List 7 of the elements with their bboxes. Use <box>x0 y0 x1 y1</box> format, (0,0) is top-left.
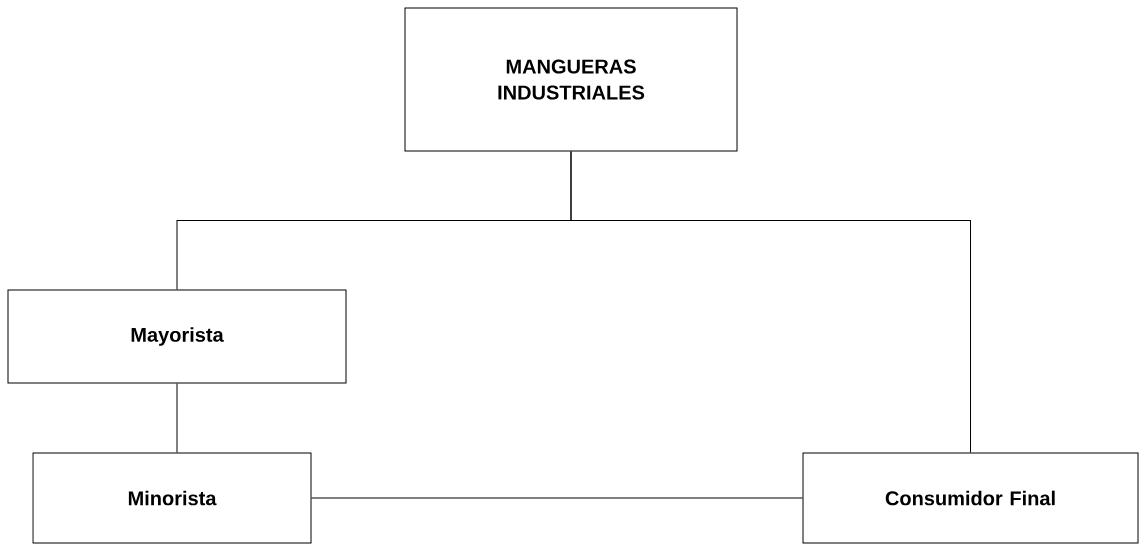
process-box: Mayorista <box>7 289 347 384</box>
process-box: Minorista <box>32 452 312 544</box>
connector-line <box>176 383 178 453</box>
connector-line <box>311 497 803 499</box>
process-box: Consumidor Final <box>802 452 1139 544</box>
process-box: MANGUERAS INDUSTRIALES <box>404 7 738 152</box>
connector-line <box>570 151 971 453</box>
